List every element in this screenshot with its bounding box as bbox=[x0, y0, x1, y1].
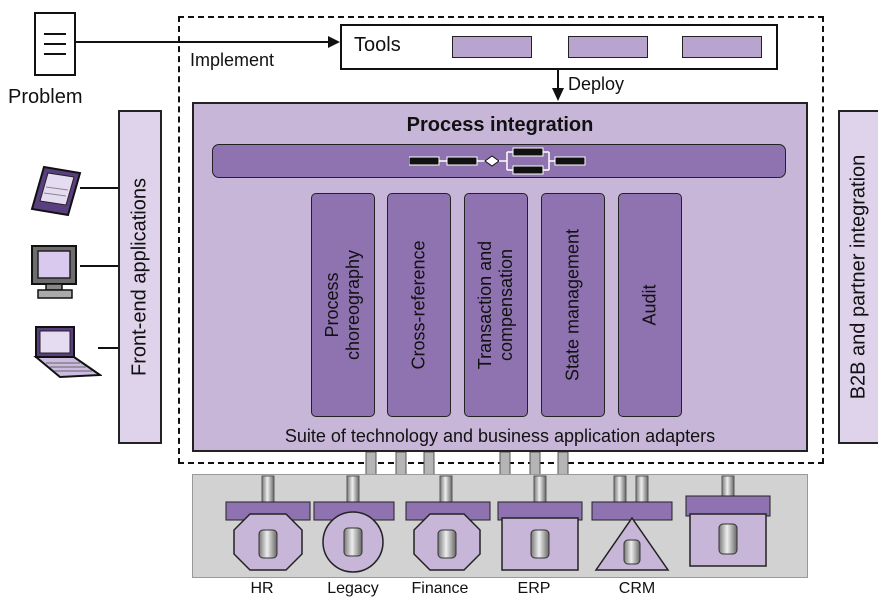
front-end-applications-label: Front-end applications bbox=[128, 178, 151, 376]
pda-icon bbox=[30, 165, 82, 217]
tools-box: Tools bbox=[340, 24, 778, 70]
process-flow-bar bbox=[212, 144, 786, 178]
tool-slot bbox=[682, 36, 762, 58]
column-label-line: Cross-reference bbox=[408, 240, 429, 370]
column-label-line: Transaction and bbox=[475, 240, 495, 370]
b2b-partner-integration-label: B2B and partner integration bbox=[847, 154, 870, 400]
legacy-system-icon bbox=[313, 475, 395, 573]
deploy-label: Deploy bbox=[568, 74, 625, 94]
tool-slot bbox=[452, 36, 532, 58]
system-label-hr: HR bbox=[250, 580, 274, 597]
implement-arrow bbox=[76, 36, 340, 48]
column-label-line: Audit bbox=[639, 284, 660, 326]
deploy-arrow bbox=[552, 70, 564, 101]
b2b-partner-integration-panel: B2B and partner integration bbox=[838, 110, 878, 444]
column-label-line: choreography bbox=[343, 249, 363, 361]
system-label-erp: ERP bbox=[517, 580, 551, 597]
tool-slot bbox=[568, 36, 648, 58]
process-integration-title: Process integration bbox=[406, 114, 594, 136]
system-label-finance: Finance bbox=[411, 580, 469, 597]
column-label-line: compensation bbox=[496, 248, 516, 362]
implement-label: Implement bbox=[190, 50, 275, 70]
adapter-connectors bbox=[365, 452, 569, 476]
crm-system-icon bbox=[591, 475, 673, 571]
backend-systems bbox=[225, 475, 771, 573]
process-flow-icon bbox=[409, 147, 586, 175]
hr-system-icon bbox=[225, 475, 311, 571]
tools-label: Tools bbox=[354, 34, 401, 56]
laptop-icon bbox=[33, 326, 102, 379]
column-audit: Audit bbox=[618, 193, 682, 417]
erp-system-icon bbox=[497, 475, 583, 571]
system-label-legacy: Legacy bbox=[327, 580, 379, 597]
problem-label: Problem bbox=[8, 86, 83, 108]
system-label-crm: CRM bbox=[618, 580, 656, 597]
adapters-suite-label: Suite of technology and business applica… bbox=[284, 426, 716, 446]
column-cross-reference: Cross-reference bbox=[387, 193, 451, 417]
finance-system-icon bbox=[405, 475, 491, 571]
front-end-applications-panel: Front-end applications bbox=[118, 110, 162, 444]
other-system-icon bbox=[685, 475, 771, 567]
column-label-line: State management bbox=[562, 228, 583, 382]
column-state-management: State management bbox=[541, 193, 605, 417]
device-connectors bbox=[80, 187, 118, 349]
column-label-line: Process bbox=[322, 272, 342, 338]
problem-document-icon bbox=[34, 12, 76, 76]
desktop-monitor-icon bbox=[31, 245, 77, 299]
